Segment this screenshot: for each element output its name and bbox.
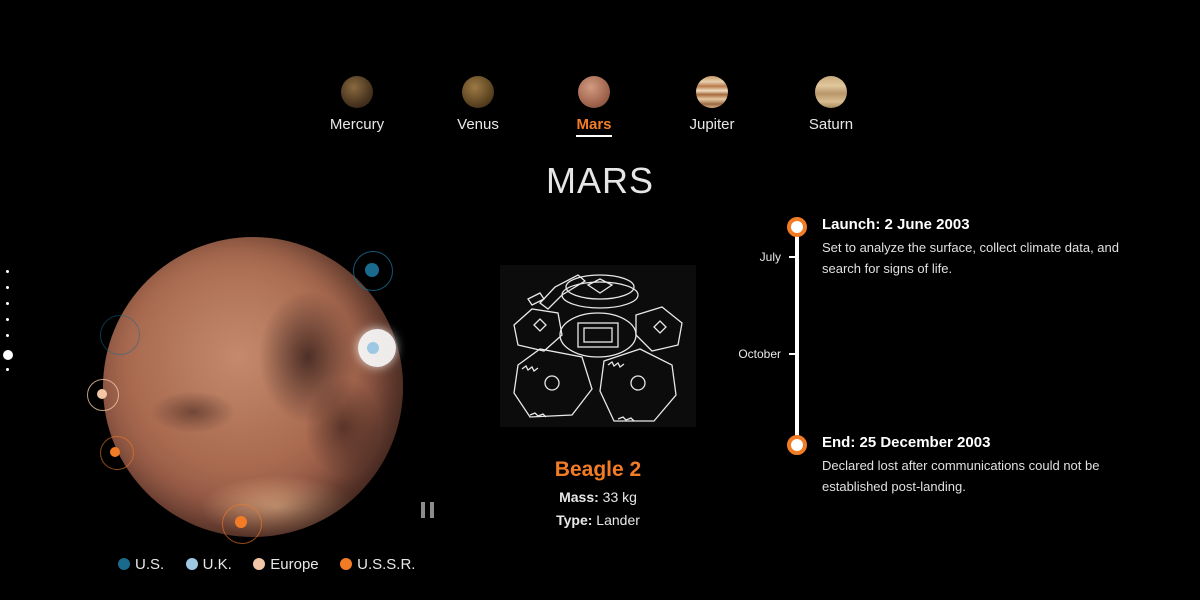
saturn-thumbnail [815,76,847,108]
lander-diagram-icon [513,274,683,422]
legend-item-us: U.S. [118,556,164,573]
tab-mercury-label: Mercury [329,116,385,133]
ussr-mission-marker-ring [100,436,134,470]
uk-color-swatch [185,558,198,570]
page-title: MARS [545,160,654,201]
legend-item-uk: U.K. [185,556,232,573]
ussr-color-swatch [340,558,353,570]
tab-jupiter-label: Jupiter [689,116,735,133]
planet-nav: Mercury Venus Mars Jupiter Saturn [0,0,1200,150]
launch-event-title: Launch: 2 June 2003 [822,216,970,233]
us-mission-marker-ring [100,315,140,355]
spacecraft-name: Beagle 2 [554,458,642,481]
timeline-tick [789,256,796,258]
pagination-dot[interactable] [5,318,9,321]
pagination-dot[interactable] [5,286,9,289]
tab-mars[interactable]: Mars [534,76,654,137]
tab-venus-label: Venus [457,116,499,133]
launch-event-description: Set to analyze the surface, collect clim… [822,240,1120,276]
pagination-dot[interactable] [5,334,9,337]
legend-label: Europe [270,556,319,573]
europe-color-swatch [253,558,266,570]
end-event-title: End: 25 December 2003 [822,434,991,451]
mass-value: 33 kg [602,489,637,505]
tab-mars-label: Mars [576,116,612,137]
venus-thumbnail [462,76,494,108]
pagination-dot-active[interactable] [3,350,13,360]
jupiter-thumbnail [696,76,728,108]
us-color-swatch [118,558,130,570]
europe-mission-marker[interactable] [97,389,107,399]
legend-label: U.S.S.R. [357,556,416,573]
pause-icon [421,502,425,518]
timeline-tick-label: October [738,347,781,361]
pagination-dot[interactable] [5,270,9,273]
end-event-description: Declared lost after communications could… [822,458,1100,494]
agency-legend: U.S. U.K. Europe U.S.S.R. [118,556,432,576]
timeline-tick-label: July [759,250,781,264]
pause-button[interactable] [421,502,435,518]
mars-thumbnail [578,76,610,108]
pagination-dot[interactable] [5,302,9,305]
pagination-dot[interactable] [5,368,9,371]
mercury-thumbnail [341,76,373,108]
timeline-start-node[interactable] [787,217,807,237]
legend-label: U.K. [202,556,232,573]
timeline-tick [789,353,796,355]
tab-saturn[interactable]: Saturn [771,76,891,135]
ussr-mission-marker[interactable] [235,516,247,528]
tab-saturn-label: Saturn [808,116,854,133]
tab-jupiter[interactable]: Jupiter [652,76,772,135]
spacecraft-mass: Mass: 33 kg [470,489,726,505]
type-value: Lander [596,512,640,528]
legend-label: U.S. [135,556,165,573]
mass-label: Mass: [559,489,599,505]
europe-mission-marker-ring [87,379,119,411]
type-label: Type: [556,512,593,528]
tab-venus[interactable]: Venus [418,76,538,135]
mars-globe[interactable] [103,237,403,537]
timeline-line [795,225,799,443]
legend-item-ussr: U.S.S.R. [340,556,415,573]
us-mission-marker[interactable] [365,263,379,277]
uk-mission-marker[interactable] [367,342,379,354]
ussr-mission-marker-ring [222,504,262,544]
ussr-mission-marker[interactable] [110,447,120,457]
spacecraft-image [500,265,696,427]
spacecraft-type: Type: Lander [470,512,726,528]
us-mission-marker-ring [353,251,393,291]
side-pagination [3,270,13,384]
tab-mercury[interactable]: Mercury [297,76,417,135]
legend-item-europe: Europe [253,556,319,573]
timeline-end-node[interactable] [787,435,807,455]
